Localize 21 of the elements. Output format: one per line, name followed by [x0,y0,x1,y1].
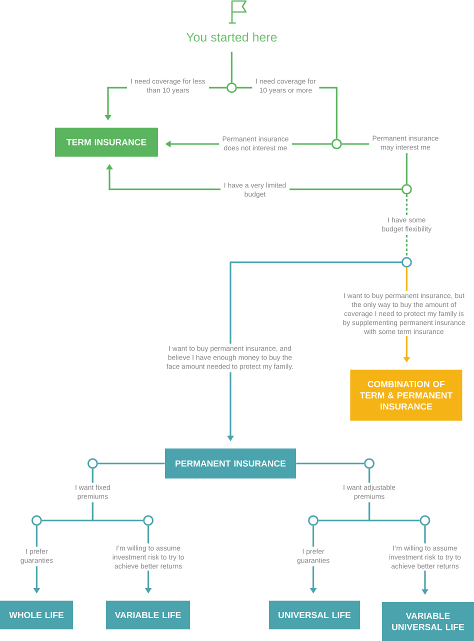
junction-circle [31,515,42,526]
outcome-box: VARIABLE LIFE [106,600,190,630]
outcome-box: COMBINATION OF TERM & PERMANENT INSURANCE [350,370,462,421]
junction-circle [364,458,375,469]
outcome-box: WHOLE LIFE [0,600,73,630]
junction-circle [420,515,430,526]
junction-circle [308,515,319,526]
outcome-box: VARIABLE UNIVERSAL LIFE [382,602,474,641]
connector-line [296,462,364,464]
connector-line [230,52,232,82]
start-label: You started here [186,32,277,42]
outcome-box: UNIVERSAL LIFE [269,600,360,630]
junction-circle [87,458,98,469]
outcome-box: PERMANENT INSURANCE [165,448,296,478]
junction-circle [143,515,154,526]
outcome-box: TERM INSURANCE [55,128,158,157]
junction-circle [401,184,412,195]
junction-circle [331,138,342,150]
junction-circle [226,82,237,93]
junction-circle [401,257,412,268]
connector-line [98,462,165,464]
